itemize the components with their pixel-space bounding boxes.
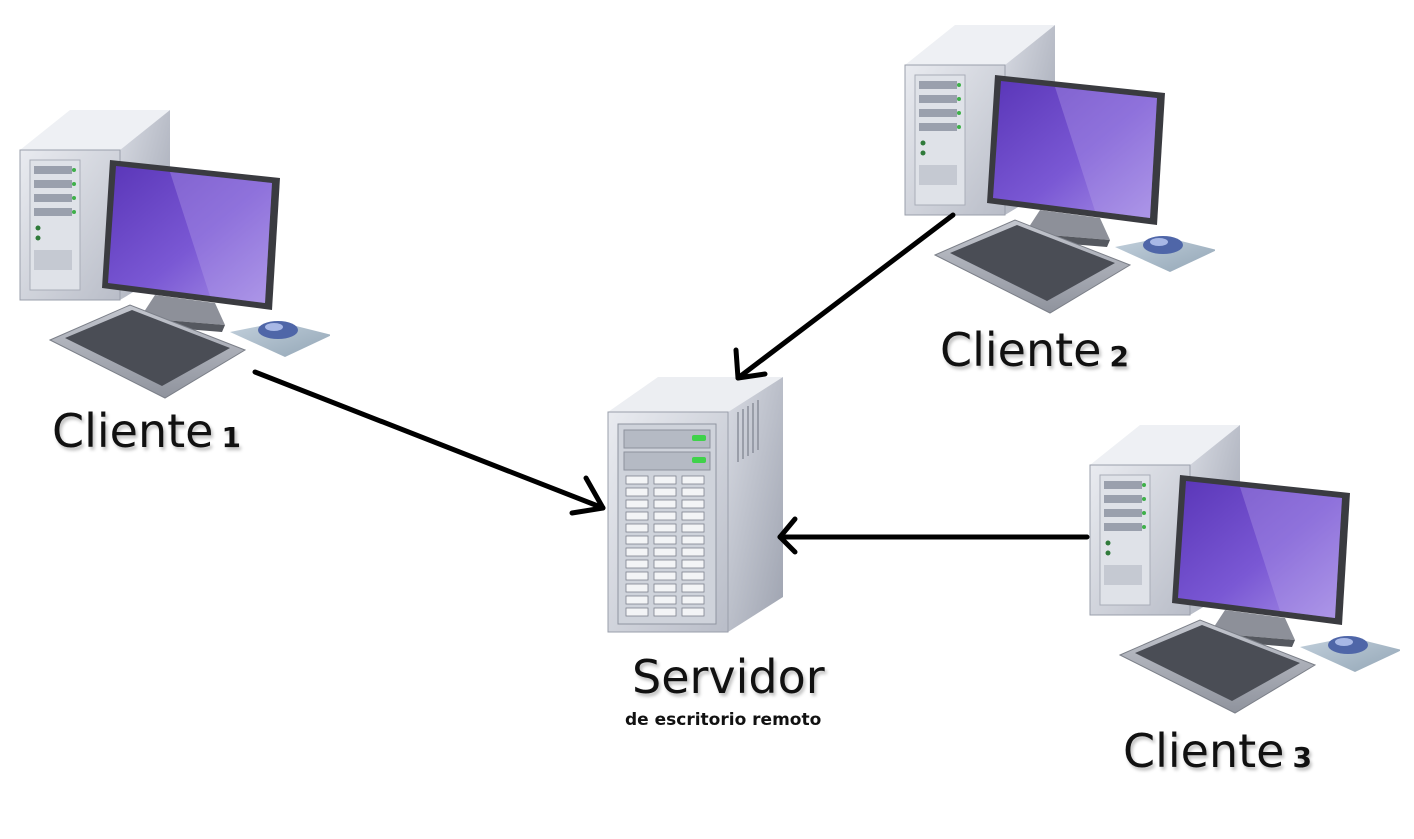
- client-1-name: Cliente: [52, 404, 214, 458]
- client-3-name: Cliente: [1123, 724, 1285, 778]
- server-sublabel: de escritorio remoto: [625, 710, 822, 730]
- client-3-computer-icon: [1089, 424, 1400, 714]
- server-name: Servidor: [632, 650, 825, 704]
- server-label: Servidor: [632, 650, 825, 704]
- client-1-number: 1: [221, 421, 241, 454]
- client-2-computer-icon: [904, 24, 1215, 314]
- arrow-client-1-to-server: [252, 369, 606, 516]
- arrow-client-2-to-server: [733, 212, 956, 381]
- client-2-number: 2: [1109, 340, 1129, 373]
- server-tower-icon: [607, 376, 784, 633]
- client-1-computer-icon: [19, 109, 330, 399]
- arrow-client-3-to-server: [777, 516, 1090, 555]
- client-3-number: 3: [1292, 741, 1312, 774]
- client-2-name: Cliente: [940, 323, 1102, 377]
